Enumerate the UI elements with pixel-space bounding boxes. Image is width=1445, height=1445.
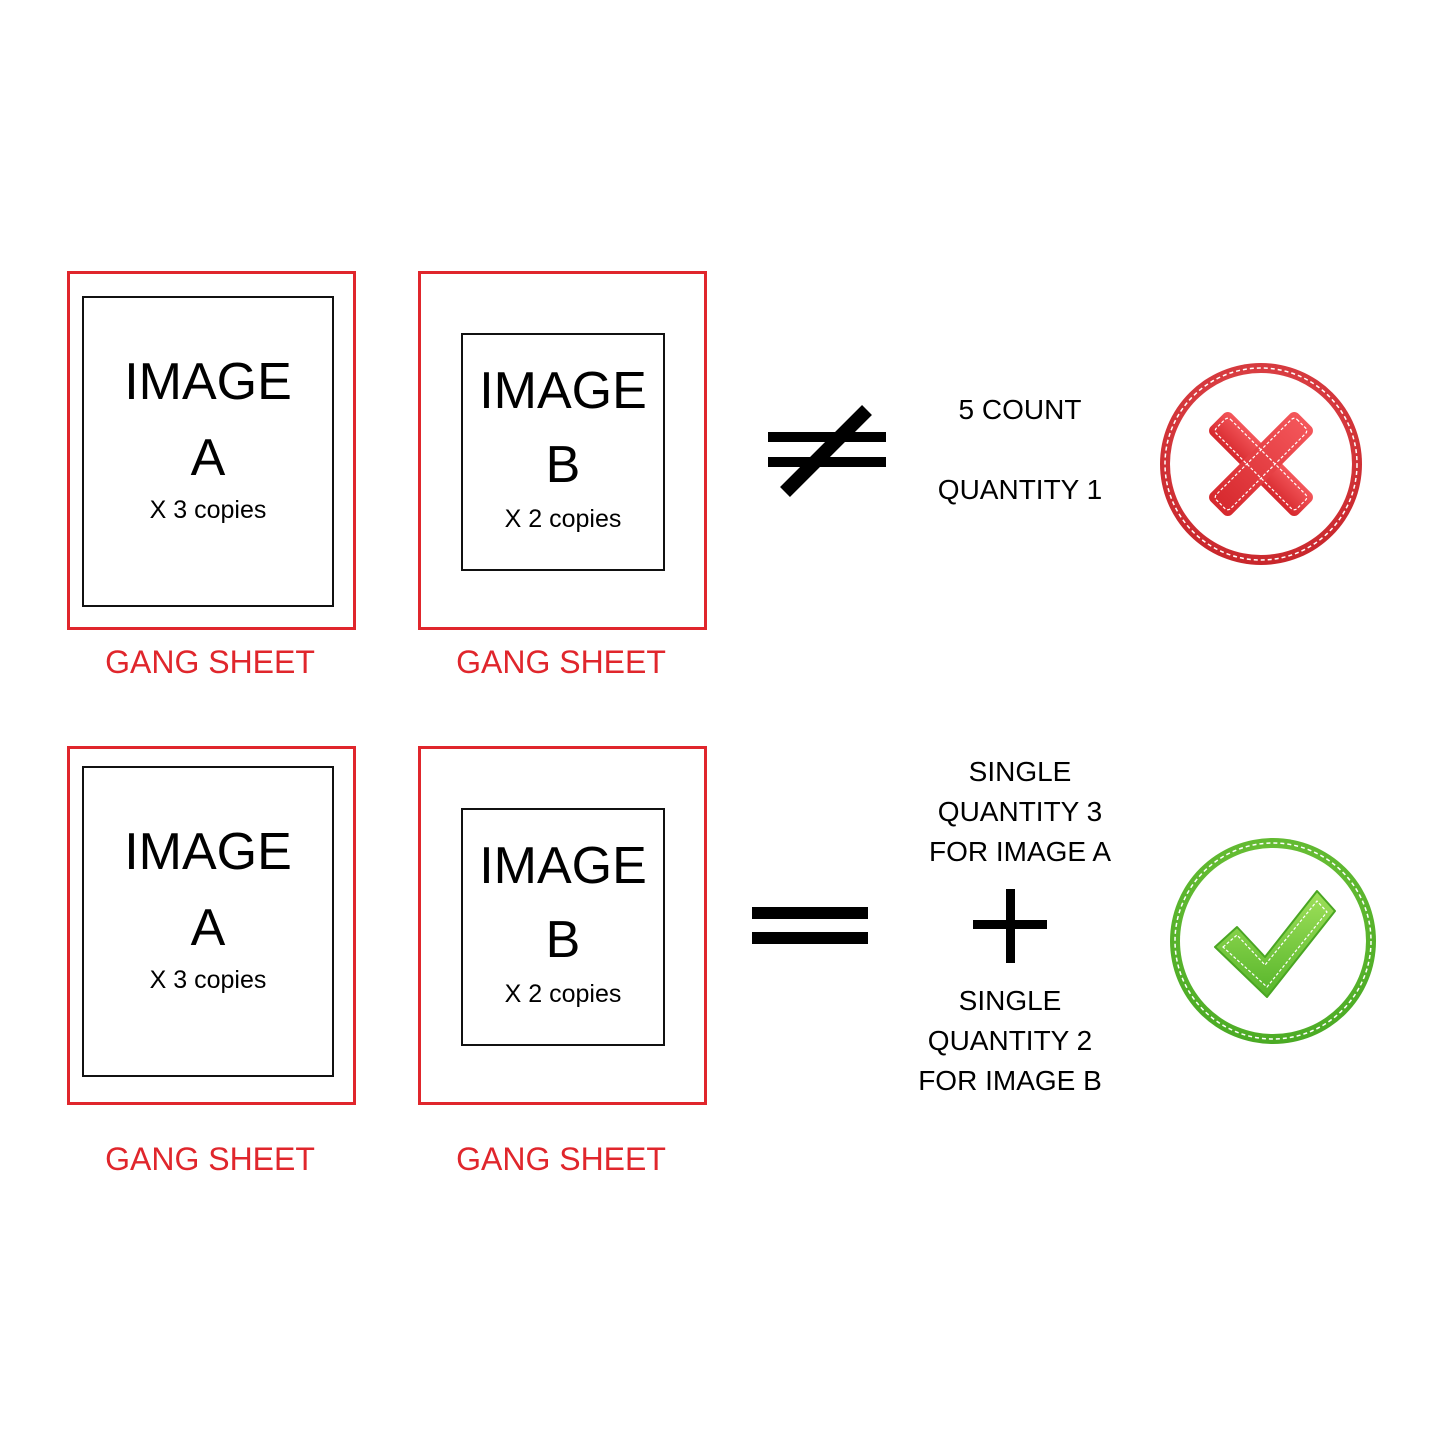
image-b-title: IMAGE xyxy=(479,362,647,420)
single-qty-a-line2: QUANTITY 3 xyxy=(937,796,1103,827)
gang-sheet-label: GANG SHEET xyxy=(456,1141,666,1177)
image-b-title: IMAGE xyxy=(479,837,647,895)
single-qty-b-line3: FOR IMAGE B xyxy=(918,1065,1102,1096)
image-b-letter: B xyxy=(545,911,581,969)
count-text: 5 COUNT xyxy=(958,394,1082,425)
plus-icon-vertical xyxy=(1006,889,1015,963)
gang-sheet-label: GANG SHEET xyxy=(456,644,666,680)
image-a-copies: X 3 copies xyxy=(149,496,267,524)
gang-sheet-a-row2: IMAGE A X 3 copies xyxy=(67,746,356,1105)
gang-sheet-a-row1: IMAGE A X 3 copies xyxy=(67,271,356,630)
not-equal-icon xyxy=(768,405,886,497)
gang-sheet-b-row1: IMAGE B X 2 copies xyxy=(418,271,707,630)
gang-sheet-label: GANG SHEET xyxy=(105,644,315,680)
equal-icon-bar xyxy=(752,932,868,944)
single-qty-b-line1: SINGLE xyxy=(958,985,1062,1016)
image-a-frame: IMAGE A X 3 copies xyxy=(82,766,334,1077)
equal-icon xyxy=(752,907,868,919)
image-a-frame: IMAGE A X 3 copies xyxy=(82,296,334,607)
gang-sheet-b-row2: IMAGE B X 2 copies xyxy=(418,746,707,1105)
image-b-copies: X 2 copies xyxy=(504,980,622,1008)
quantity-text: QUANTITY 1 xyxy=(937,474,1103,505)
image-a-letter: A xyxy=(190,429,226,487)
image-a-title: IMAGE xyxy=(124,353,292,411)
image-a-copies: X 3 copies xyxy=(149,966,267,994)
single-qty-a-line1: SINGLE xyxy=(968,756,1072,787)
checkmark-icon xyxy=(1170,838,1376,1044)
image-b-copies: X 2 copies xyxy=(504,505,622,533)
single-qty-b-line2: QUANTITY 2 xyxy=(927,1025,1093,1056)
image-b-frame: IMAGE B X 2 copies xyxy=(461,333,665,571)
image-b-frame: IMAGE B X 2 copies xyxy=(461,808,665,1046)
image-b-letter: B xyxy=(545,436,581,494)
gang-sheet-label: GANG SHEET xyxy=(105,1141,315,1177)
image-a-letter: A xyxy=(190,899,226,957)
cross-icon xyxy=(1160,363,1362,565)
single-qty-a-line3: FOR IMAGE A xyxy=(928,836,1112,867)
image-a-title: IMAGE xyxy=(124,823,292,881)
